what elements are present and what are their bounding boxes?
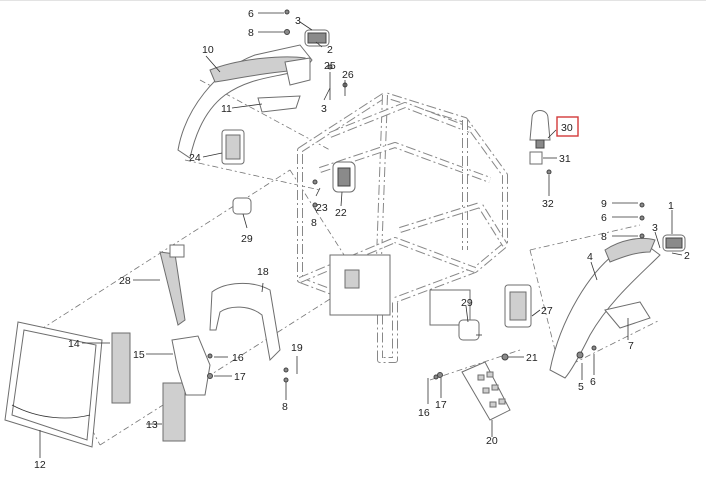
bracket-11: [257, 95, 301, 113]
callout-29[interactable]: 29: [241, 233, 253, 245]
horn-29-right: [458, 319, 480, 341]
callout-2[interactable]: 2: [684, 250, 690, 262]
callout-26[interactable]: 26: [342, 69, 354, 81]
callout-12[interactable]: 12: [34, 459, 46, 471]
callout-3[interactable]: 3: [321, 103, 327, 115]
callout-17[interactable]: 17: [435, 399, 447, 411]
callout-22[interactable]: 22: [335, 207, 347, 219]
callout-3[interactable]: 3: [295, 15, 301, 27]
callout-labels: 6 8 3 2 10 25 26 11 3 24 23 8 22 29 28 1…: [34, 8, 690, 471]
callout-3[interactable]: 3: [652, 222, 658, 234]
callout-27[interactable]: 27: [541, 305, 553, 317]
callout-6[interactable]: 6: [590, 376, 596, 388]
callout-6[interactable]: 6: [248, 8, 254, 20]
panel-14: [111, 332, 131, 404]
top-divider: [0, 0, 706, 5]
callout-10[interactable]: 10: [202, 44, 214, 56]
bracket-7: [604, 301, 651, 329]
callout-5[interactable]: 5: [578, 381, 584, 393]
callout-25[interactable]: 25: [324, 60, 336, 72]
bracket-15: [171, 335, 211, 396]
callout-23[interactable]: 23: [316, 202, 328, 214]
callout-21[interactable]: 21: [526, 352, 538, 364]
beacon-30: [529, 110, 551, 141]
callout-19[interactable]: 19: [291, 342, 303, 354]
leader-lines: [39, 12, 683, 458]
callout-8[interactable]: 8: [601, 231, 607, 243]
callout-6[interactable]: 6: [601, 212, 607, 224]
windshield-12: [4, 321, 103, 448]
beacon-bracket-31: [529, 151, 543, 165]
callout-32[interactable]: 32: [542, 198, 554, 210]
callout-7[interactable]: 7: [628, 340, 634, 352]
callout-20[interactable]: 20: [486, 435, 498, 447]
callout-15[interactable]: 15: [133, 349, 145, 361]
callout-30-highlight: [556, 116, 579, 137]
callout-18[interactable]: 18: [257, 266, 269, 278]
callout-30[interactable]: 30: [561, 122, 573, 134]
left-fender-10: [177, 44, 313, 159]
callout-11[interactable]: 11: [221, 103, 232, 115]
callout-8[interactable]: 8: [248, 27, 254, 39]
callout-8[interactable]: 8: [311, 217, 317, 229]
panel-13: [162, 382, 186, 442]
fasteners: [207, 9, 645, 383]
callout-29[interactable]: 29: [461, 297, 473, 309]
callout-28[interactable]: 28: [119, 275, 131, 287]
callout-2[interactable]: 2: [327, 44, 333, 56]
callout-24[interactable]: 24: [189, 152, 201, 164]
callout-14[interactable]: 14: [68, 338, 80, 350]
cover-18: [209, 282, 281, 362]
clip-28: [169, 244, 185, 258]
callout-17[interactable]: 17: [234, 371, 246, 383]
callout-4[interactable]: 4: [587, 251, 593, 263]
strip-28: [159, 251, 186, 326]
callout-13[interactable]: 13: [146, 419, 158, 431]
horn-29-left: [232, 197, 252, 215]
callout-16[interactable]: 16: [418, 407, 430, 419]
callout-9[interactable]: 9: [601, 198, 607, 210]
callout-16[interactable]: 16: [232, 352, 244, 364]
callout-8[interactable]: 8: [282, 401, 288, 413]
callout-1[interactable]: 1: [668, 200, 674, 212]
callout-31[interactable]: 31: [559, 153, 571, 165]
